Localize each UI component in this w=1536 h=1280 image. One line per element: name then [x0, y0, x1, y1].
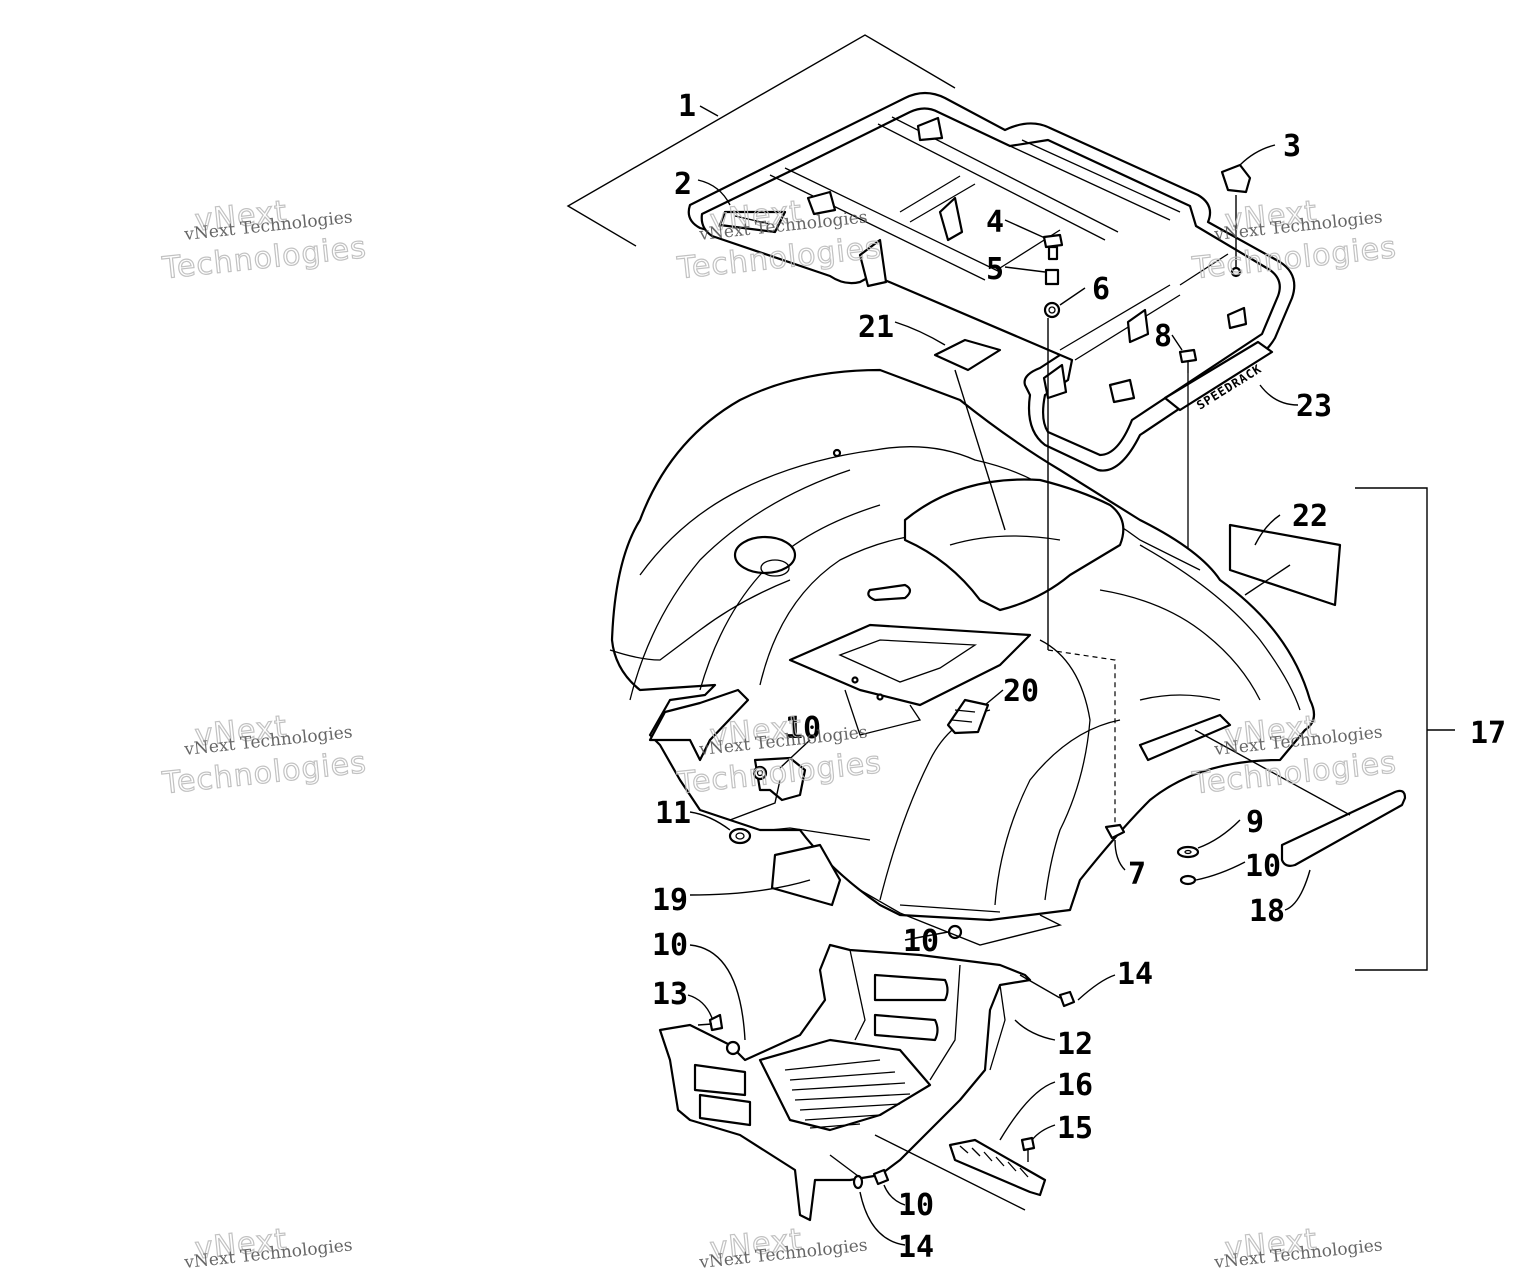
- rear-rack: SPEEDRACK: [566, 34, 1296, 472]
- footrest-16: [874, 1134, 1047, 1211]
- callout-9: 9: [1246, 805, 1264, 840]
- footwell: [658, 943, 1032, 1222]
- spacer-5: [1044, 268, 1060, 286]
- callout-11: 11: [655, 796, 691, 831]
- bolt-4: [1042, 233, 1064, 249]
- callout-19: 19: [652, 883, 688, 918]
- callout-2: 2: [674, 167, 692, 202]
- callout-10a: 10: [785, 711, 821, 746]
- callout-10d: 10: [652, 928, 688, 963]
- decal-20: [946, 698, 990, 735]
- callout-17: 17: [1470, 716, 1506, 751]
- callout-23: 23: [1296, 389, 1332, 424]
- callout-4: 4: [986, 205, 1004, 240]
- callout-7: 7: [1128, 857, 1146, 892]
- footwell-hardware: [697, 889, 1076, 1190]
- callout-1: 1: [678, 89, 696, 124]
- callout-21: 21: [858, 310, 894, 345]
- callout-13: 13: [652, 977, 688, 1012]
- leader-lines: [687, 144, 1311, 1246]
- washer-11: [728, 827, 752, 845]
- screw-8: [1178, 348, 1198, 364]
- callout-16: 16: [1057, 1068, 1093, 1103]
- decal-19: [770, 843, 842, 907]
- rack-decal-2: [718, 210, 787, 234]
- decal-18: [1280, 789, 1407, 867]
- callout-22: 22: [1292, 499, 1328, 534]
- washer-nut-right: [1176, 845, 1200, 886]
- callout-6: 6: [1092, 272, 1110, 307]
- callout-12: 12: [1057, 1027, 1093, 1062]
- callout-10e: 10: [898, 1188, 934, 1223]
- nut-6: [1043, 301, 1061, 319]
- callout-14a: 14: [1117, 957, 1153, 992]
- decal-21: [933, 338, 1002, 372]
- callout-10c: 10: [903, 924, 939, 959]
- callout-20: 20: [1003, 674, 1039, 709]
- callout-5: 5: [986, 252, 1004, 287]
- callout-18: 18: [1249, 894, 1285, 929]
- callout-14b: 14: [898, 1230, 934, 1265]
- callout-8: 8: [1154, 319, 1172, 354]
- clip-3: [1220, 163, 1252, 194]
- nut-7: [1104, 823, 1126, 840]
- callout-3: 3: [1283, 129, 1301, 164]
- callout-10b: 10: [1245, 849, 1281, 884]
- rear-fender: [609, 318, 1316, 922]
- decal-22: [1228, 523, 1342, 607]
- callout-labels: 1 2 3 4 5 6 8 21 23 22 20 17 10 11 9 7 1…: [652, 89, 1506, 1265]
- callout-15: 15: [1057, 1111, 1093, 1146]
